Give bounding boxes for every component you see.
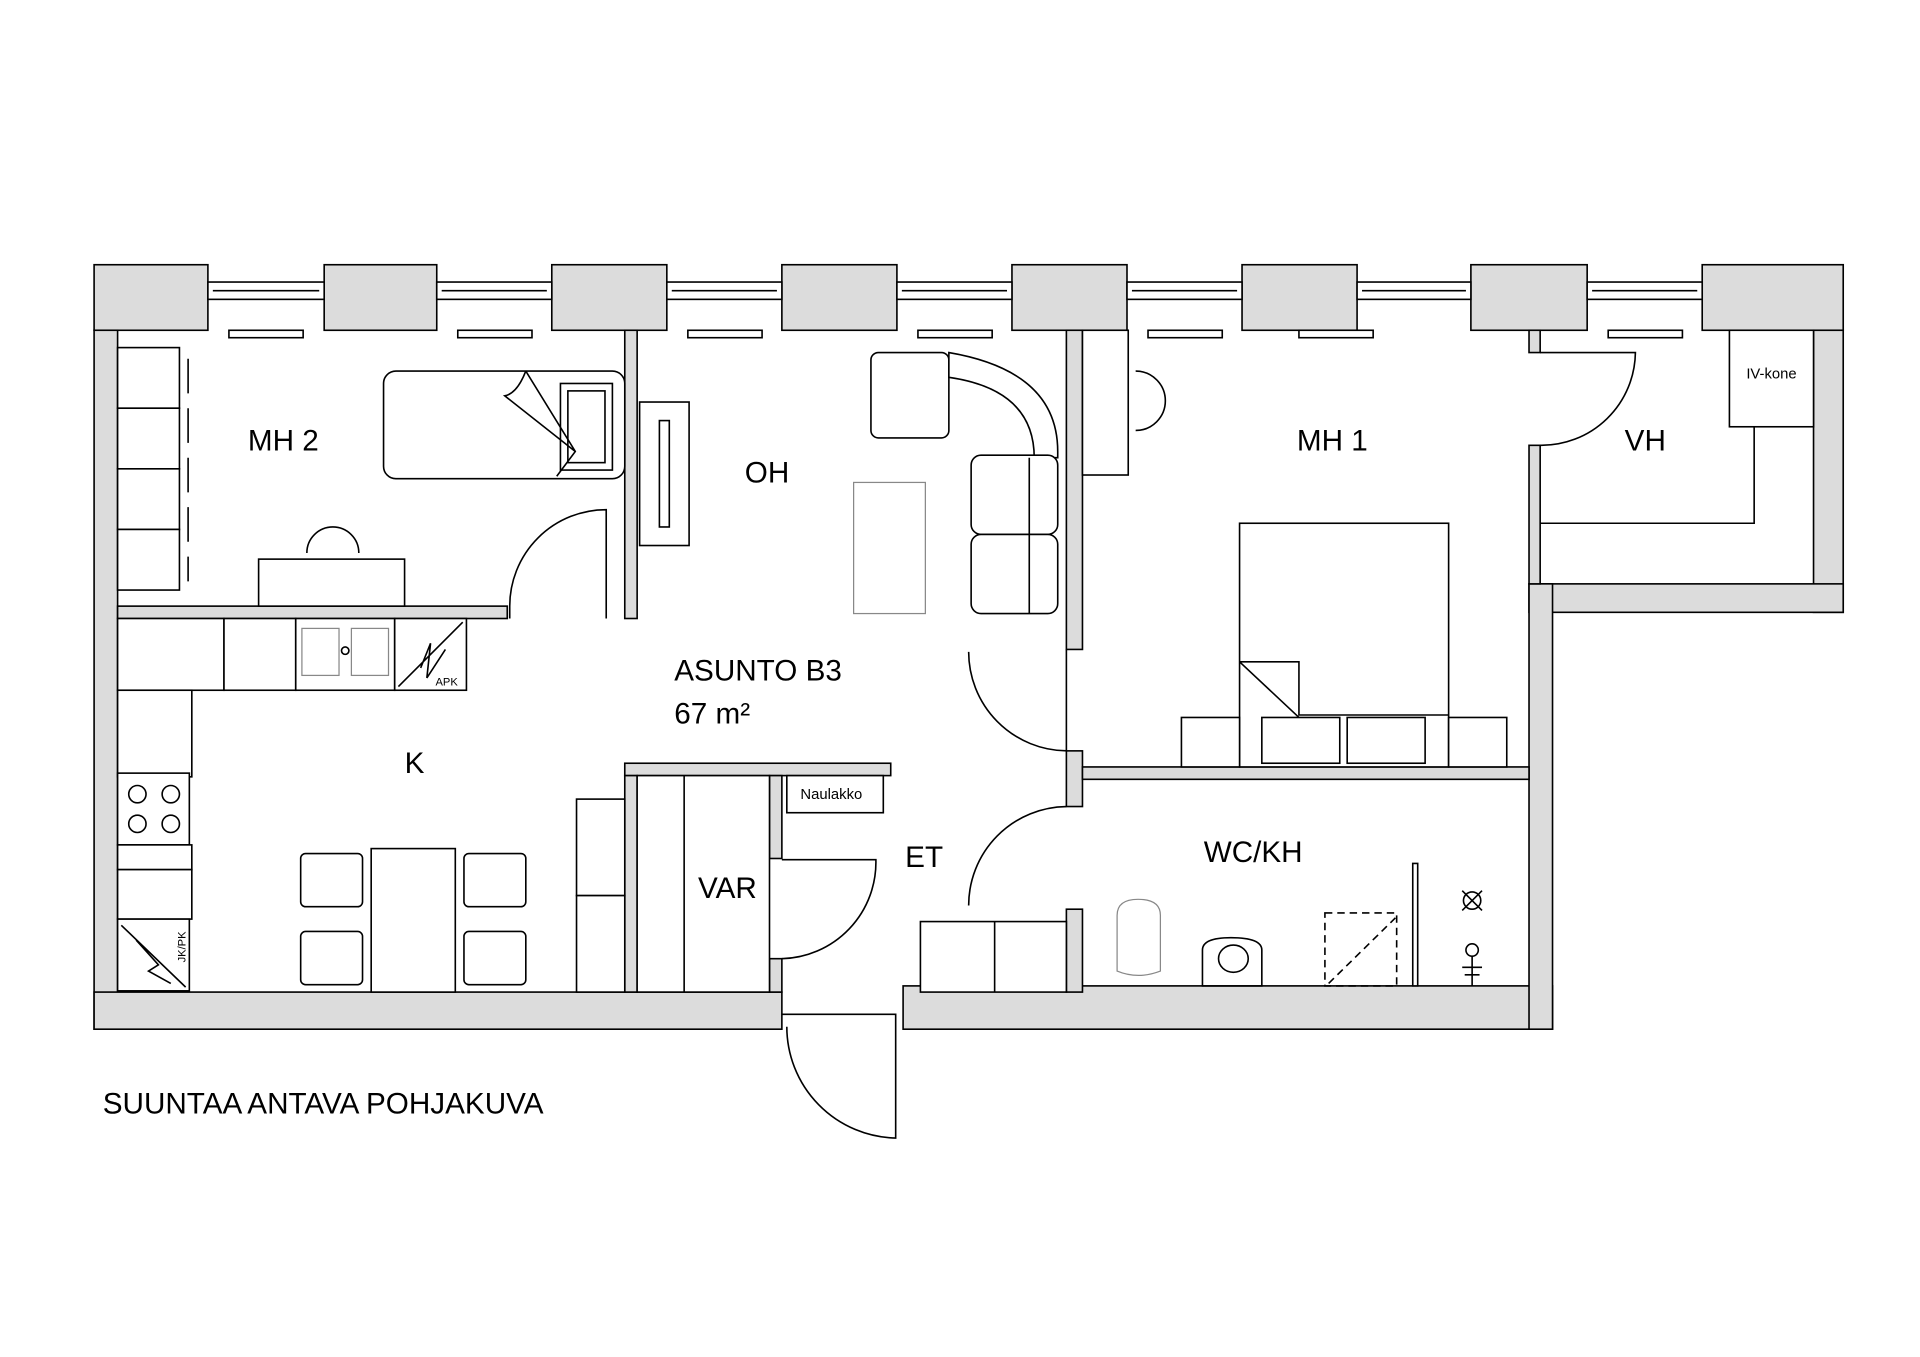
plan-caption: SUUNTAA ANTAVA POHJAKUVA (103, 1087, 544, 1120)
room-label-var: VAR (698, 872, 757, 905)
apartment-area: 67 m² (674, 698, 750, 731)
jkpk-label: JK/PK (177, 931, 189, 962)
room-label-et: ET (905, 841, 943, 874)
room-label-k: K (405, 747, 425, 780)
iv-kone-label: IV-kone (1746, 367, 1796, 383)
room-label-oh: OH (745, 456, 790, 489)
windows (207, 281, 1704, 339)
apartment-name: ASUNTO B3 (674, 654, 842, 687)
room-label-mh2: MH 2 (248, 424, 319, 457)
naulakko-label: Naulakko (800, 787, 862, 803)
walls (93, 263, 1845, 1030)
wc-fixtures (1116, 862, 1483, 987)
vh-furniture (1540, 329, 1815, 525)
kitchen-furniture (116, 617, 626, 993)
oh-furniture (638, 351, 1068, 906)
apk-label: APK (436, 676, 459, 688)
room-label-vh: VH (1625, 424, 1666, 457)
mh2-furniture (116, 346, 626, 619)
room-label-wckh: WC/KH (1204, 836, 1303, 869)
room-label-mh1: MH 1 (1297, 424, 1368, 457)
hall-furniture (636, 774, 1068, 1139)
mh1-furniture (1081, 329, 1508, 768)
